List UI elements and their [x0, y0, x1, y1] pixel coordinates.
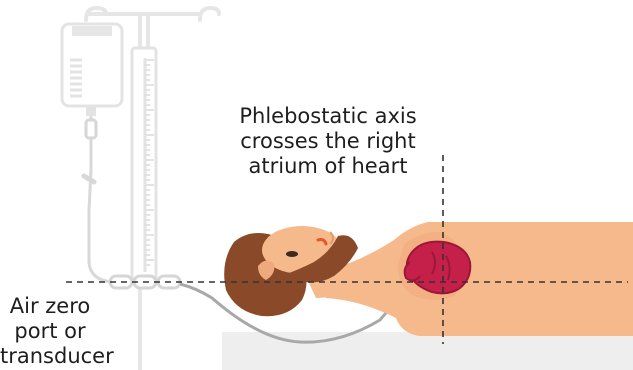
torso	[318, 222, 633, 336]
clamp	[84, 176, 94, 182]
iv-tubing	[89, 116, 112, 282]
pressure-scale	[132, 48, 156, 280]
air-zero-port-label: Air zero port or transducer	[0, 294, 100, 369]
eye	[286, 251, 298, 257]
phlebostatic-axis-label: Phlebostatic axis crosses the right atri…	[228, 104, 428, 179]
bed	[222, 332, 633, 370]
iv-bag-icon	[62, 24, 122, 138]
